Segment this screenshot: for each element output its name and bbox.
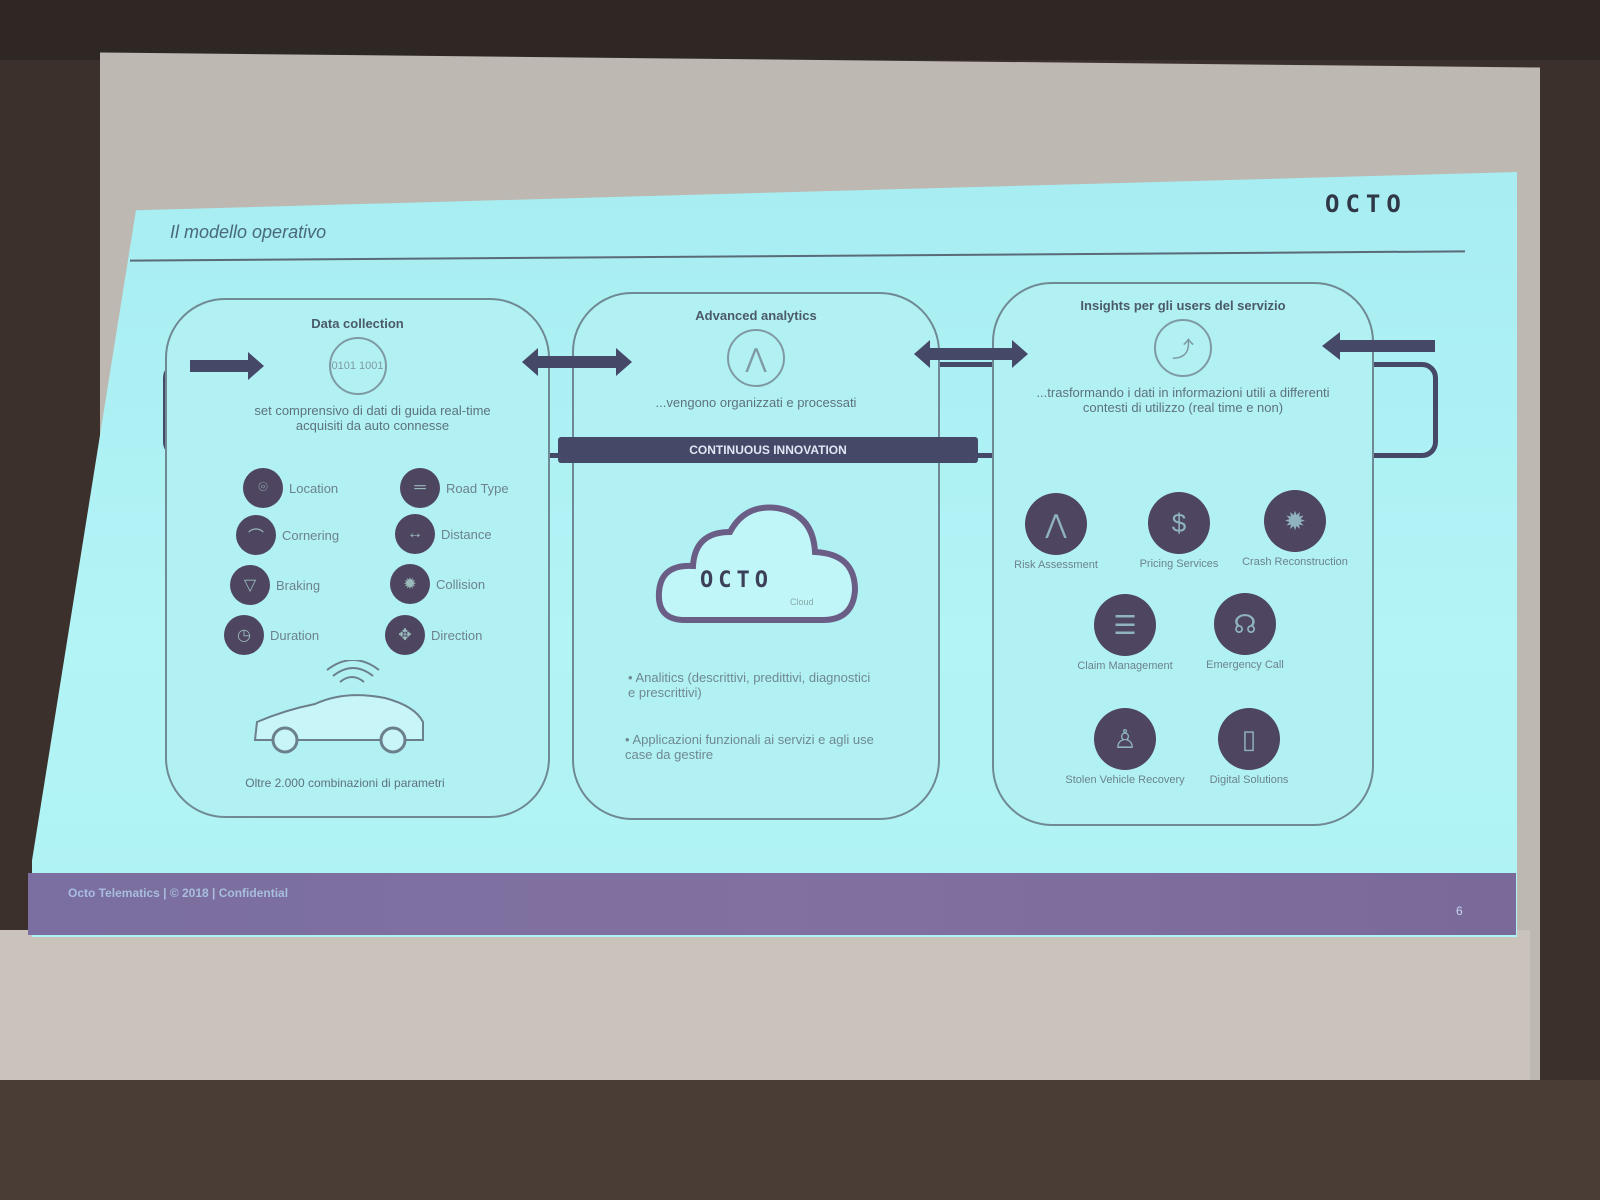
collision-icon: ✹ [390, 564, 430, 604]
clock-icon: ◷ [224, 615, 264, 655]
arrow-left-icon [1340, 340, 1435, 352]
location-pin-icon: ⌾ [243, 468, 283, 508]
service-label: Emergency Call [1206, 659, 1284, 671]
param-distance: ↔ Distance [395, 514, 492, 554]
checklist-icon: ☰ [1094, 594, 1156, 656]
param-label: Cornering [282, 527, 340, 543]
person-icon: ♙ [1094, 708, 1156, 770]
arrowhead-icon [248, 352, 264, 380]
service-emergency-call: ☊ Emergency Call [1180, 593, 1310, 671]
param-braking: ▽ Braking [230, 565, 320, 605]
service-pricing: $ Pricing Services [1114, 492, 1244, 570]
service-crash-reconstruction: ✹ Crash Reconstruction [1230, 490, 1360, 568]
trend-chart-icon: ⤴ [1154, 319, 1212, 377]
service-label: Stolen Vehicle Recovery [1065, 774, 1185, 786]
cloud-icon [655, 504, 859, 623]
double-arrow-icon [930, 348, 1014, 360]
panel-insights: Insights per gli users del servizio ⤴ ..… [992, 282, 1374, 826]
curve-icon: ⌒ [236, 515, 276, 555]
smartphone-icon: ▯ [1218, 708, 1280, 770]
arrow-right-icon [190, 360, 250, 372]
continuous-innovation-banner: CONTINUOUS INNOVATION [558, 437, 978, 463]
panel-title: Advanced analytics [695, 308, 817, 323]
arrowhead-icon [616, 348, 632, 376]
page-number: 6 [1456, 904, 1463, 918]
binary-icon: 0101 1001 [328, 337, 387, 395]
pulse-chart-icon: ⋀ [727, 329, 785, 387]
brake-icon: ▽ [230, 565, 270, 605]
screen-frame-bottom [0, 1080, 1600, 1200]
arrowhead-icon [1322, 332, 1340, 360]
cloud-sub-label: Cloud [790, 597, 814, 607]
service-label: Crash Reconstruction [1242, 556, 1348, 568]
connected-car-icon [253, 660, 424, 754]
slide-title: Il modello operativo [170, 222, 327, 242]
service-digital-solutions: ▯ Digital Solutions [1184, 708, 1314, 786]
param-label: Collision [436, 576, 486, 592]
param-duration: ◷ Duration [224, 615, 319, 655]
headset-icon: ☊ [1214, 593, 1276, 655]
service-risk-assessment: ⋀ Risk Assessment [991, 493, 1121, 571]
distance-icon: ↔ [395, 514, 435, 554]
panel-description: set comprensivo di dati di guida real-ti… [254, 403, 491, 433]
bullet-text: Applicazioni funzionali ai servizi e agl… [625, 732, 874, 762]
service-label: Digital Solutions [1209, 774, 1289, 786]
panel-description: ...vengono organizzati e processati [655, 395, 857, 410]
param-label: Braking [276, 577, 321, 593]
param-label: Location [289, 480, 339, 496]
slide-footer-band [28, 873, 1516, 935]
risk-pulse-icon: ⋀ [1025, 493, 1087, 555]
panel-title: Insights per gli users del servizio [1080, 298, 1286, 313]
wall [0, 0, 1600, 60]
parameters-count-note: Oltre 2.000 combinazioni di parametri [245, 776, 445, 790]
param-label: Distance [441, 526, 492, 542]
double-arrow-icon [538, 356, 618, 368]
road-icon: ═ [400, 468, 440, 508]
param-direction: ✥ Direction [385, 615, 482, 655]
octo-logo: OCTO [1325, 190, 1407, 218]
screen-lower-area [0, 930, 1530, 1080]
param-cornering: ⌒ Cornering [236, 515, 339, 555]
service-claim-management: ☰ Claim Management [1060, 594, 1190, 672]
footer-copyright: Octo Telematics | © 2018 | Confidential [68, 886, 289, 900]
cloud-octo-label: OCTO [700, 568, 773, 593]
service-stolen-vehicle-recovery: ♙ Stolen Vehicle Recovery [1060, 708, 1190, 786]
bullet-text: Analitics (descrittivi, predittivi, diag… [628, 670, 871, 700]
param-location: ⌾ Location [243, 468, 338, 508]
service-label: Risk Assessment [1014, 559, 1098, 571]
panel-description: ...trasformando i dati in informazioni u… [1036, 385, 1330, 415]
param-label: Direction [431, 627, 483, 643]
arrowhead-icon [914, 340, 930, 368]
arrowhead-icon [522, 348, 538, 376]
analytics-bullet: • Applicazioni funzionali ai servizi e a… [625, 732, 874, 762]
param-collision: ✹ Collision [390, 564, 485, 604]
service-label: Claim Management [1077, 660, 1173, 672]
param-road-type: ═ Road Type [400, 468, 509, 508]
service-label: Pricing Services [1139, 558, 1219, 570]
param-label: Road Type [446, 480, 509, 496]
panel-title: Data collection [311, 316, 404, 331]
arrowhead-icon [1012, 340, 1028, 368]
analytics-bullet: • Analitics (descrittivi, predittivi, di… [628, 670, 871, 700]
compass-icon: ✥ [385, 615, 425, 655]
crash-icon: ✹ [1264, 490, 1326, 552]
param-label: Duration [270, 627, 320, 643]
dollar-icon: $ [1148, 492, 1210, 554]
